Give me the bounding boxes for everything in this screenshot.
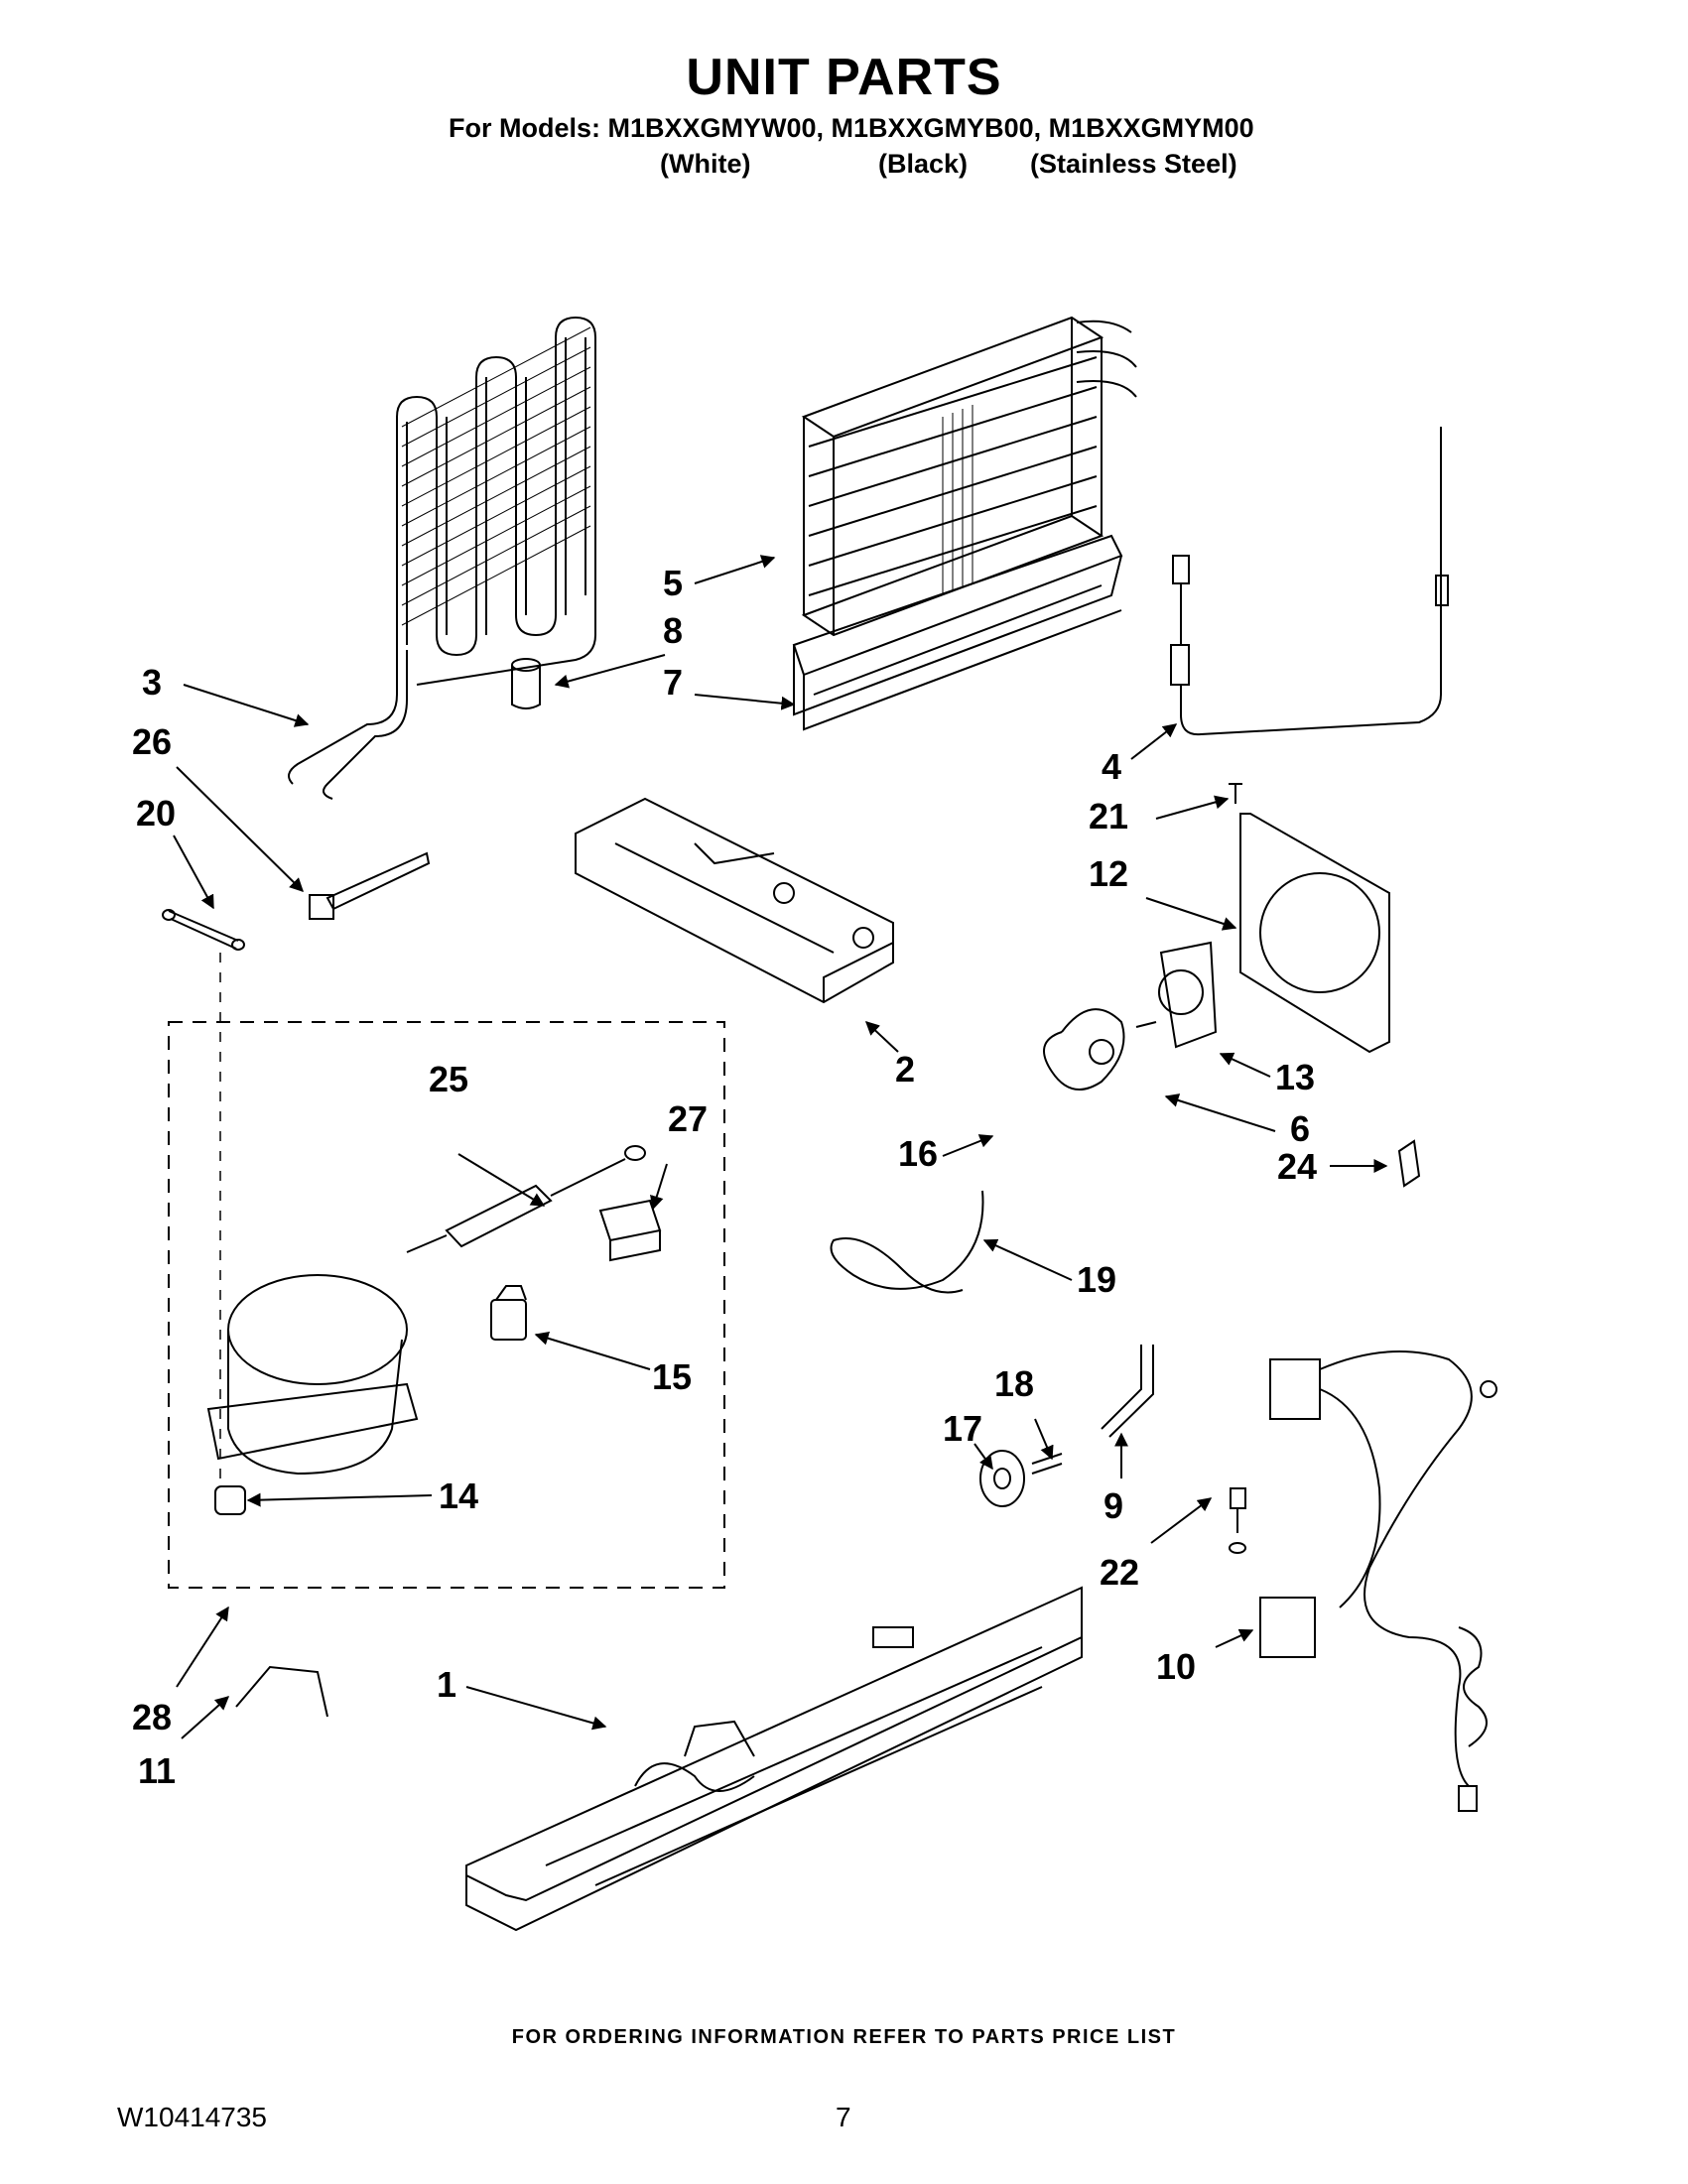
clip-24: [1397, 1139, 1421, 1188]
bracket-11: [235, 1665, 328, 1718]
callout-5: 5: [663, 563, 683, 603]
callout-21: 21: [1089, 796, 1128, 836]
callout-13: 13: [1275, 1057, 1315, 1097]
drain-tube: [830, 1190, 984, 1294]
callout-18: 18: [994, 1363, 1034, 1404]
callout-16: 16: [898, 1133, 938, 1174]
ordering-note: FOR ORDERING INFORMATION REFER TO PARTS …: [511, 2026, 1177, 2048]
callout-15: 15: [652, 1356, 692, 1397]
drain-tray: [575, 797, 894, 1004]
wire-harness: [1259, 1350, 1497, 1812]
models-line: For Models: M1BXXGMYW00, M1BXXGMYB00, M1…: [449, 113, 1254, 143]
callout-19: 19: [1077, 1259, 1116, 1300]
variant-black: (Black): [878, 149, 969, 179]
condenser-fan-assembly: [1043, 783, 1390, 1091]
callout-26: 26: [132, 721, 172, 762]
tube-9: [1101, 1345, 1154, 1438]
callout-10: 10: [1156, 1646, 1196, 1687]
callout-27: 27: [668, 1098, 708, 1139]
callout-11: 11: [138, 1750, 176, 1791]
callout-6: 6: [1290, 1108, 1310, 1149]
page-number: 7: [836, 2102, 851, 2132]
compressor-kit-boundary: [168, 1021, 725, 1589]
evaporator-assembly: [792, 316, 1137, 731]
callout-20: 20: [136, 793, 176, 834]
callout-9: 9: [1104, 1485, 1123, 1526]
callout-24: 24: [1277, 1146, 1317, 1187]
compressor: [206, 1274, 419, 1515]
cable-tie: [309, 851, 431, 920]
callout-28: 28: [132, 1697, 172, 1737]
document-number: W10414735: [117, 2102, 268, 2132]
filter-drier: [406, 1145, 646, 1253]
clip-part: [162, 909, 245, 951]
condenser-coil: [288, 316, 596, 800]
callout-2: 2: [895, 1049, 915, 1090]
base-plate: [465, 1586, 1083, 1932]
callout-8: 8: [663, 610, 683, 651]
callout-25: 25: [429, 1059, 468, 1099]
callout-12: 12: [1089, 853, 1128, 894]
callout-1: 1: [437, 1664, 456, 1705]
variant-white: (White): [660, 149, 751, 179]
callout-4: 4: [1102, 746, 1121, 787]
relay: [598, 1199, 662, 1262]
roller-assembly: [979, 1450, 1063, 1507]
screw-22: [1229, 1487, 1246, 1554]
callout-7: 7: [663, 662, 683, 703]
callout-14: 14: [439, 1476, 478, 1516]
callout-17: 17: [943, 1408, 982, 1449]
page-title: UNIT PARTS: [686, 49, 1002, 106]
variant-stainless: (Stainless Steel): [1030, 149, 1237, 179]
callout-3: 3: [142, 662, 162, 703]
callout-22: 22: [1100, 1552, 1139, 1593]
sensor-harness: [1170, 427, 1449, 736]
tubing-part: [511, 658, 541, 709]
callout-leaders: [173, 555, 1388, 1739]
overload: [490, 1285, 527, 1341]
